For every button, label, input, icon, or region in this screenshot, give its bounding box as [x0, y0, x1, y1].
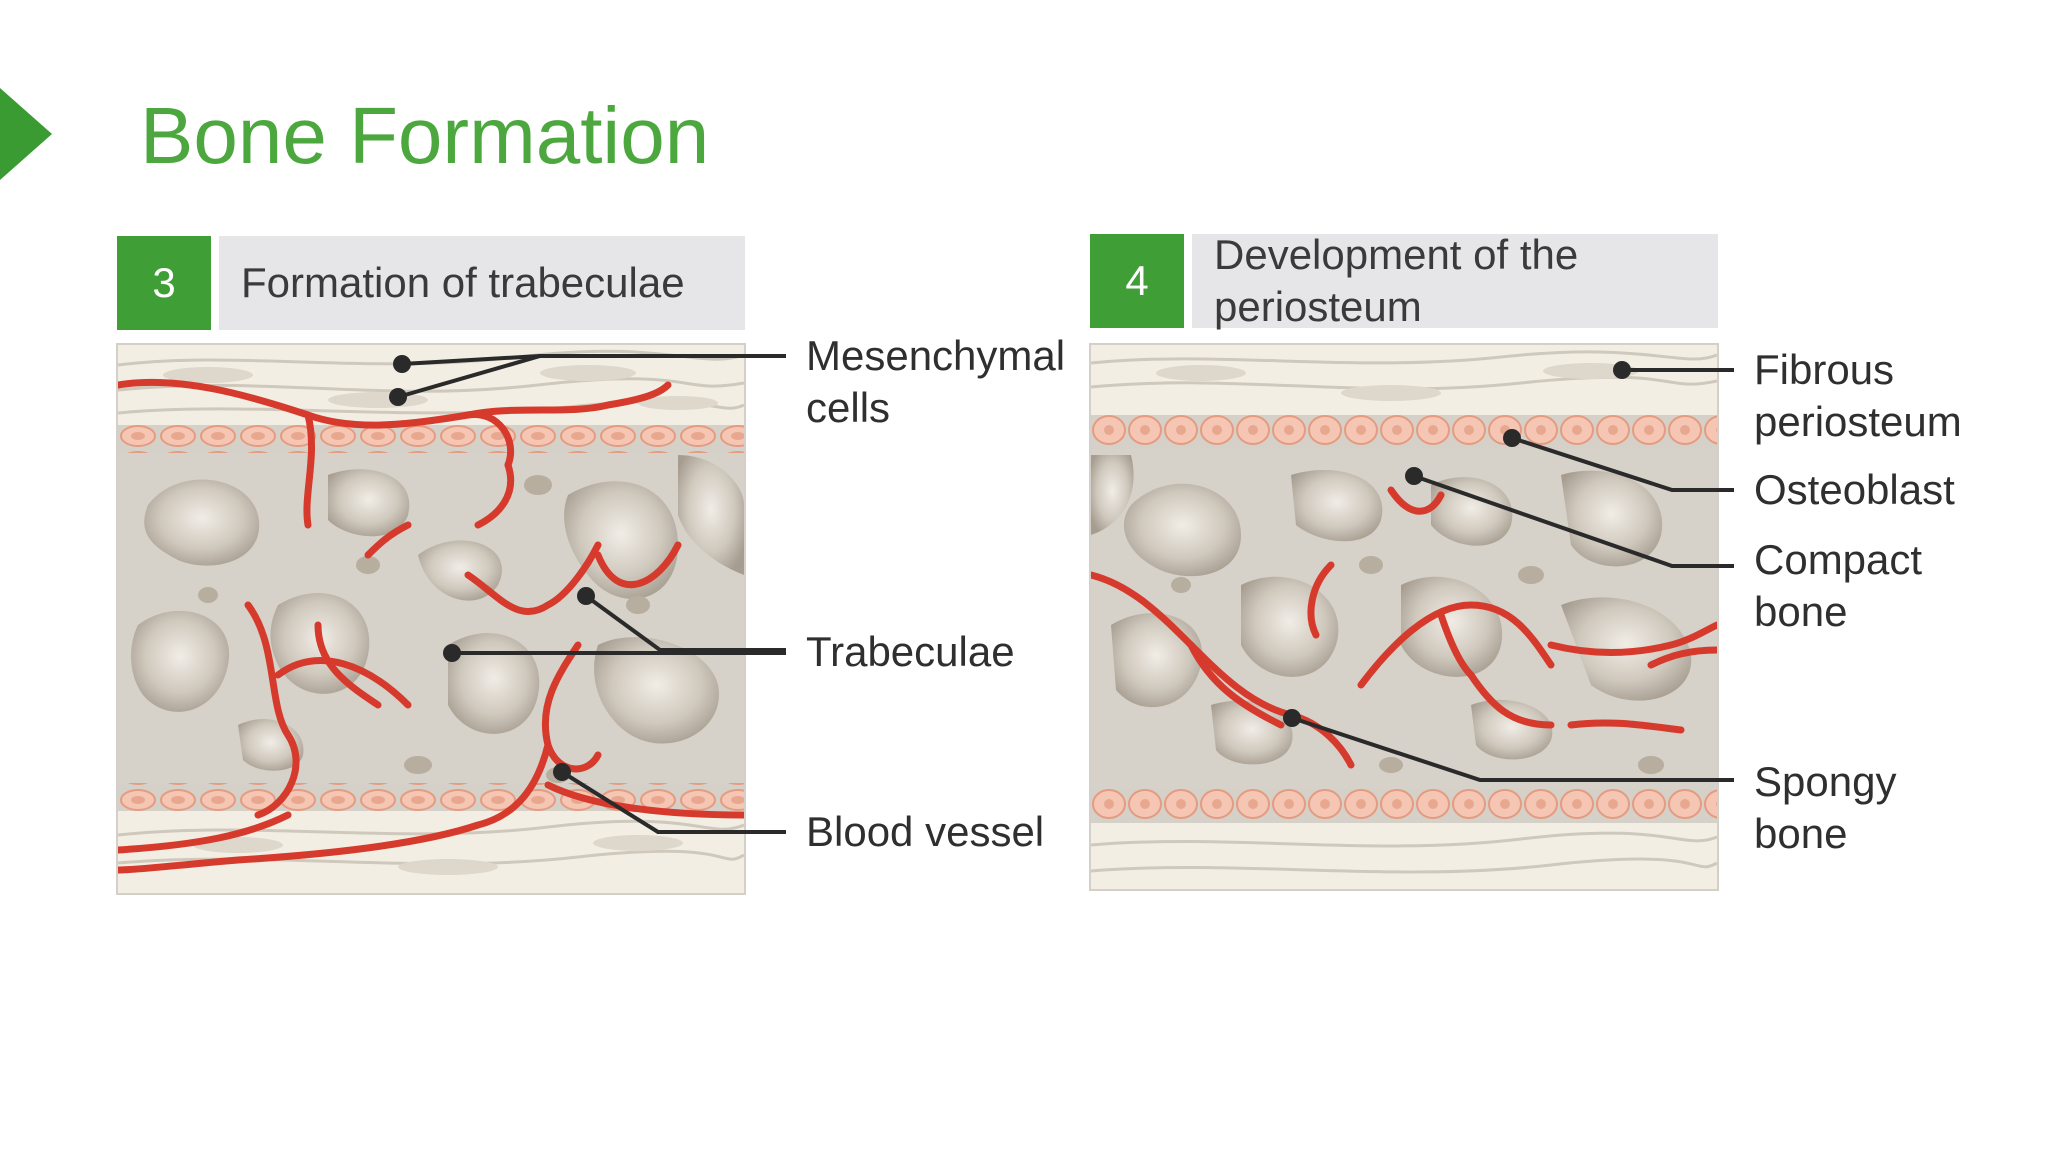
spongy-bone-dot	[1283, 709, 1301, 727]
label-osteoblast: Osteoblast	[1754, 466, 1955, 513]
fibrous-periosteum-dot	[1613, 361, 1631, 379]
periosteum-drawing	[1091, 345, 1717, 889]
title-arrow-icon	[0, 88, 52, 180]
blood-vessel-dot	[553, 763, 571, 781]
label-blood-vessel: Blood vessel	[806, 808, 1045, 855]
mesenchymal-dot-1	[393, 355, 411, 373]
periosteum-illustration	[1089, 343, 1719, 891]
trabeculae-illustration	[116, 343, 746, 895]
trabeculae-dot-2	[577, 587, 595, 605]
label-spongy-bone: Spongy bone	[1754, 758, 1897, 857]
label-fibrous-periosteum: Fibrous periosteum	[1754, 346, 1962, 445]
label-trabeculae: Trabeculae	[806, 628, 1015, 675]
step-3-heading: Formation of trabeculae	[219, 236, 745, 330]
step-4-badge: 4	[1090, 234, 1184, 328]
slide-title: Bone Formation	[140, 91, 710, 180]
label-compact-bone: Compact bone	[1754, 536, 1923, 635]
step-4-heading: Development of the periosteum	[1192, 231, 1718, 330]
mesenchymal-dot-2	[389, 388, 407, 406]
label-mesenchymal-cells: Mesenchymal cells	[806, 332, 1066, 431]
trabeculae-dot	[443, 644, 461, 662]
osteoblast-dot	[1503, 429, 1521, 447]
compact-bone-dot	[1405, 467, 1423, 485]
step-3-badge: 3	[117, 236, 211, 330]
trabeculae-drawing	[118, 345, 744, 893]
